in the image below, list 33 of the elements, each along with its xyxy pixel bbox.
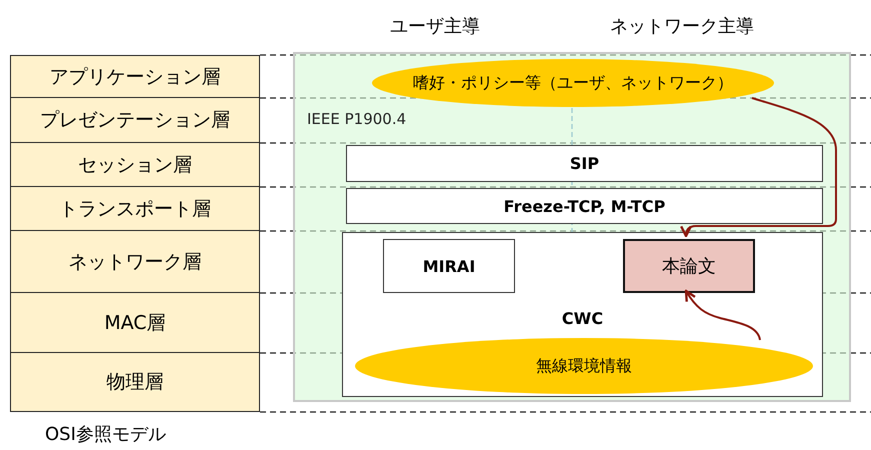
protocol-box [623, 239, 755, 293]
protocol-box [383, 239, 515, 293]
layer-label: MAC層 [104, 310, 166, 336]
layer-label: ネットワーク層 [68, 250, 202, 274]
protocol-label: SIP [570, 154, 600, 173]
layer-box [10, 98, 260, 143]
layer-box [10, 55, 260, 98]
protocol-label: Freeze-TCP, M-TCP [504, 196, 666, 216]
protocol-box [346, 188, 823, 224]
standard-panel [293, 52, 851, 402]
layer-box [10, 293, 260, 353]
layer-box [10, 231, 260, 293]
panel-label: IEEE P1900.4 [307, 110, 406, 128]
ellipse-label: 無線環境情報 [536, 356, 632, 376]
arrow [684, 290, 761, 340]
layer-label: アプリケーション層 [50, 64, 220, 90]
layer-label: プレゼンテーション層 [40, 108, 230, 133]
layer-box [10, 353, 260, 412]
layer-label: トランスポート層 [59, 196, 211, 222]
arrow [680, 97, 837, 238]
layer-label: セッション層 [78, 152, 192, 178]
ellipse-label: 嗜好・ポリシー等（ユーザ、ネットワーク） [413, 72, 733, 94]
model-caption: OSI参照モデル [45, 423, 166, 446]
column-heading: ユーザ主導 [390, 15, 480, 38]
protocol-label: CWC [560, 309, 604, 328]
protocol-label: MIRAI [422, 256, 476, 276]
layer-box [10, 143, 260, 187]
protocol-label: 本論文 [662, 255, 716, 278]
column-heading: ネットワーク主導 [610, 15, 754, 38]
layer-box [10, 187, 260, 231]
layer-label: 物理層 [106, 370, 164, 395]
protocol-box [346, 145, 823, 182]
protocol-box [342, 232, 823, 397]
